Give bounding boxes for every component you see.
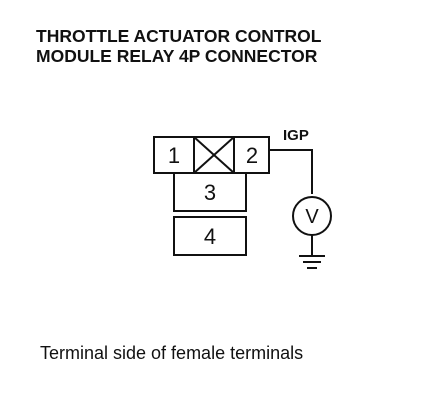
terminal-4-label: 4 xyxy=(204,224,216,249)
title-line-1: THROTTLE ACTUATOR CONTROL xyxy=(36,26,322,46)
ground-icon xyxy=(299,255,325,269)
igp-label: IGP xyxy=(283,127,309,144)
diagram-title: THROTTLE ACTUATOR CONTROL MODULE RELAY 4… xyxy=(36,26,321,66)
igp-wire xyxy=(269,149,313,194)
terminal-cell-4 xyxy=(173,216,247,256)
diagram-caption: Terminal side of female terminals xyxy=(40,343,304,363)
title-line-2: MODULE RELAY 4P CONNECTOR xyxy=(36,46,318,66)
terminal-1-label: 1 xyxy=(168,143,180,168)
terminal-2-label: 2 xyxy=(246,143,258,168)
voltmeter-symbol-label: V xyxy=(305,206,319,228)
terminal-3-label: 3 xyxy=(204,180,216,205)
blank-terminal-icon xyxy=(193,136,235,174)
terminal-cell-3 xyxy=(173,172,247,212)
